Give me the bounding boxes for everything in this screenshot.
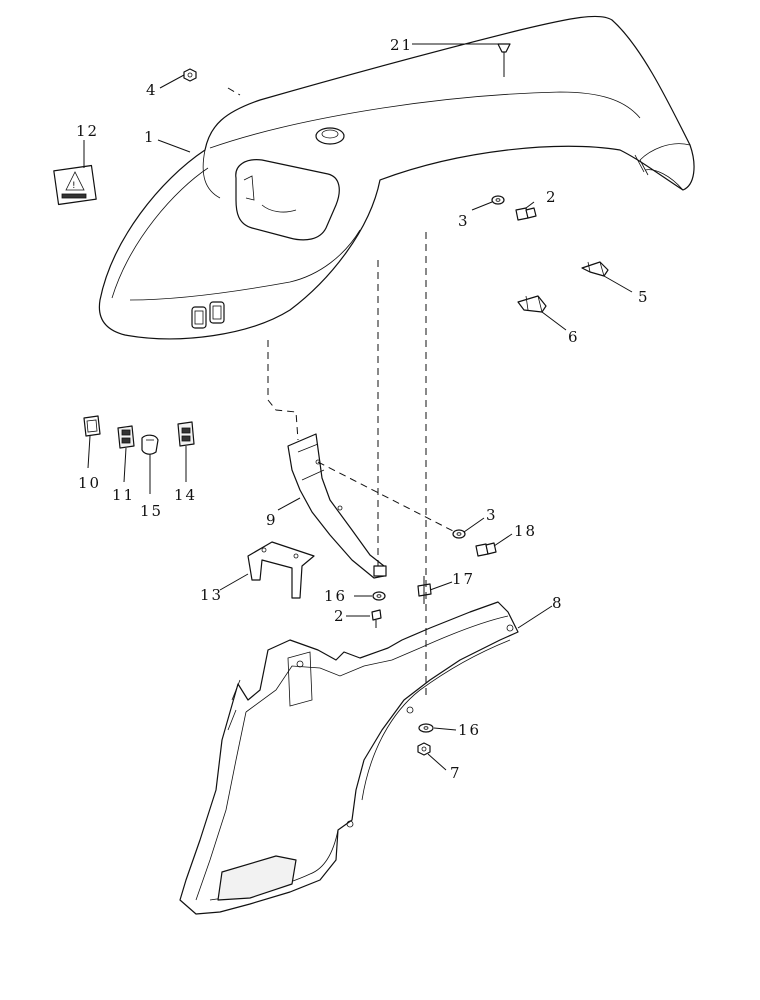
part-clip-5[interactable] [581, 261, 609, 277]
part-screw-21[interactable] [497, 43, 511, 70]
part-bracket-9[interactable] [287, 433, 387, 579]
part-bolt-2-mid[interactable] [371, 609, 382, 628]
callout-2-top: 2 [546, 188, 558, 206]
part-stud-17[interactable] [417, 576, 432, 604]
part-bolt-2-top[interactable] [515, 207, 537, 221]
part-clip-6[interactable] [517, 295, 547, 313]
callout-12: 12 [76, 122, 99, 140]
part-nut-4[interactable] [183, 68, 197, 82]
part-bolt-18[interactable] [475, 542, 497, 557]
callout-14: 14 [174, 486, 197, 504]
part-switch-11[interactable] [117, 425, 135, 449]
assembly-lines [227, 70, 505, 700]
part-switch-14[interactable] [177, 421, 195, 447]
callout-3-top: 3 [458, 212, 470, 230]
callout-9: 9 [266, 511, 278, 529]
callout-10: 10 [78, 474, 101, 492]
callout-5: 5 [638, 288, 650, 306]
callout-2-mid: 2 [334, 607, 346, 625]
callout-13: 13 [200, 586, 223, 604]
part-inner-liner[interactable] [179, 601, 519, 915]
part-washer-3-mid[interactable] [452, 529, 466, 539]
callout-7: 7 [450, 764, 462, 782]
callout-18: 18 [514, 522, 537, 540]
callout-1: 1 [144, 128, 156, 146]
part-warning-decal[interactable]: ! [53, 164, 97, 206]
callout-16-mid: 16 [324, 587, 347, 605]
callout-4: 4 [146, 81, 158, 99]
callout-21: 21 [390, 36, 413, 54]
leader-lines [83, 43, 633, 771]
callout-16-low: 16 [458, 721, 481, 739]
part-bracket-13[interactable] [247, 541, 315, 599]
part-nut-7[interactable] [417, 742, 431, 756]
callout-labels: 1 21 4 12 3 2 5 6 10 11 15 14 9 3 18 13 … [76, 36, 650, 782]
part-washer-16-low[interactable] [418, 723, 434, 733]
callout-8: 8 [552, 594, 564, 612]
callout-15: 15 [140, 502, 163, 520]
part-washer-3-top[interactable] [491, 195, 505, 205]
callout-6: 6 [568, 328, 580, 346]
callout-3-mid: 3 [486, 506, 498, 524]
svg-text:!: ! [72, 181, 76, 191]
callout-11: 11 [112, 486, 135, 504]
callout-17: 17 [452, 570, 475, 588]
part-switch-10[interactable] [83, 415, 101, 437]
part-fender[interactable] [98, 15, 695, 340]
part-washer-16-mid[interactable] [372, 591, 386, 601]
part-switch-15[interactable] [141, 434, 159, 455]
